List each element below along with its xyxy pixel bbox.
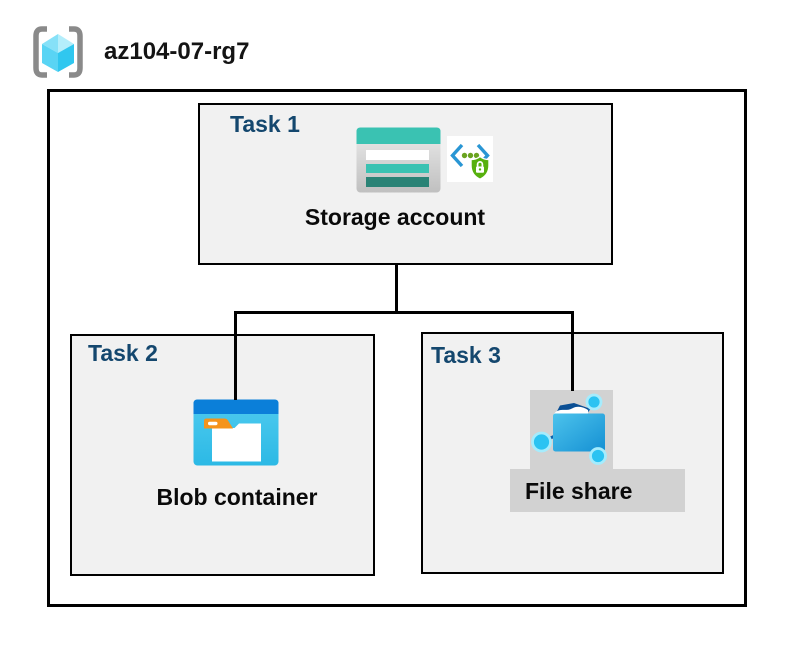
resource-group-icon (33, 26, 83, 78)
task2-label: Task 2 (88, 340, 158, 366)
blob-container-label: Blob container (156, 484, 318, 510)
storage-account-icon (356, 127, 441, 193)
task1-label: Task 1 (230, 111, 300, 137)
blob-container-icon (193, 399, 279, 466)
connector-branch-horizontal (234, 311, 574, 314)
connector-task2-drop (234, 311, 237, 400)
file-share-label: File share (525, 477, 633, 504)
connector-task1-stem (395, 264, 398, 312)
task3-label: Task 3 (431, 342, 501, 368)
file-share-icon (531, 393, 607, 465)
task1-box: Task 1 Storage account (198, 103, 613, 265)
secure-api-icon (447, 136, 493, 182)
connector-task3-drop (571, 311, 574, 391)
file-share-icon-background (530, 390, 613, 470)
task2-box: Task 2 Blob container (70, 334, 375, 576)
file-share-label-background: File share (510, 469, 685, 512)
storage-account-label: Storage account (304, 204, 486, 230)
resource-group-name: az104-07-rg7 (104, 38, 250, 65)
